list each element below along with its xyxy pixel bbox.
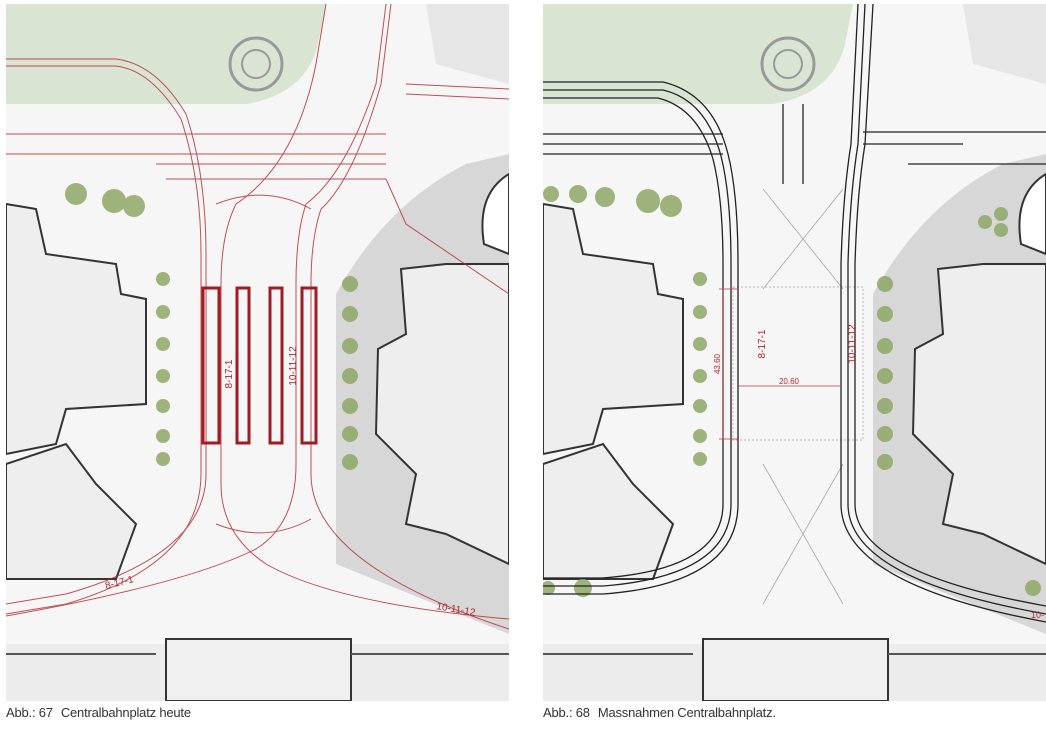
building-right-round [481,172,509,256]
stop-area [732,286,864,441]
platform-label-left: 8-17-1 [224,359,235,388]
building-left-lower [6,442,138,580]
park-area [6,4,326,104]
building-left-lower [543,442,675,580]
platforms [201,286,318,445]
tram-tracks-planned [543,4,1046,623]
crossing-lines [762,188,844,605]
map-drawing: 8-17-1 10-11-12 43.60 20.60 10- [543,4,1046,701]
caption-text: Centralbahnplatz heute [60,705,191,720]
fountain [760,36,816,92]
park-area-right [963,4,1046,84]
map-centralbahnplatz-today: 8-17-1 10-11-12 8-17-1 10-11-12 [6,4,509,701]
map-centralbahnplatz-measures: 8-17-1 10-11-12 43.60 20.60 10- [543,4,1046,701]
map-drawing: 8-17-1 10-11-12 8-17-1 10-11-12 [6,4,509,701]
park-area [543,4,853,104]
dimensions [719,288,841,440]
tram-tracks-existing [6,4,509,630]
map-base [6,4,509,701]
caption-number: Abb.: 67 [6,705,53,720]
park-area-right [426,4,509,84]
platform-label-right: 10-11-12 [288,346,299,386]
track-label-right: 10-11-12 [847,324,858,364]
building-right-round [1018,172,1046,256]
building-left [543,202,684,456]
figure-caption-68: Abb.: 68 Massnahmen Centralbahnplatz. [543,705,776,720]
trees [543,185,1041,597]
fountain [228,36,284,92]
caption-text: Massnahmen Centralbahnplatz. [597,705,776,720]
caption-number: Abb.: 68 [543,705,590,720]
building-right [911,263,1046,566]
track-label-left: 8-17-1 [757,329,768,358]
dimension-length: 43.60 [713,353,722,374]
building-right [374,263,509,566]
trees [65,183,358,470]
figure-caption-67: Abb.: 67 Centralbahnplatz heute [6,705,191,720]
dimension-width: 20.60 [779,377,800,386]
track-label-edge-right: 10- [1031,610,1044,620]
building-left [6,202,147,456]
map-base [543,4,1046,701]
